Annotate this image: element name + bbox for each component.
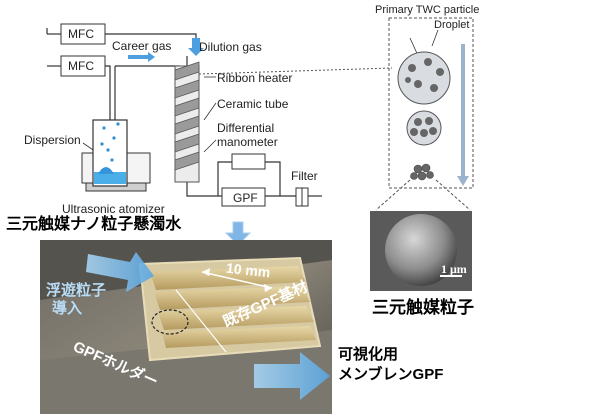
visualization-label-line1: 可視化用 (338, 346, 399, 363)
mfc-top-label: MFC (68, 27, 94, 41)
gpf-box (221, 187, 266, 207)
career-gas-label: Career gas (112, 39, 172, 53)
dilution-gas-label: Dilution gas (199, 40, 262, 54)
primary-twc-label: Primary TWC particle (375, 4, 480, 16)
inlet-flow-arrow (86, 252, 154, 292)
twc-particles-medium (410, 117, 437, 137)
injection-label-line2: 導入 (52, 300, 83, 317)
ribbon-heater-coil (174, 61, 200, 171)
differential-label-line2: manometer (217, 135, 278, 149)
droplet-panel (388, 17, 474, 189)
ceramic-tube-label: Ceramic tube (217, 97, 289, 111)
ultrasonic-atomizer (81, 119, 151, 192)
ultrasonic-atomizer-label: Ultrasonic atomizer (62, 202, 165, 216)
filter-label: Filter (291, 169, 318, 183)
evaporation-arrow (457, 176, 469, 186)
mfc-bottom-label: MFC (68, 59, 94, 73)
twc-particle-caption: 三元触媒粒子 (372, 298, 474, 317)
twc-agglomerate (410, 163, 434, 181)
sem-scale-label: 1 μm (441, 262, 467, 276)
visualization-label-line2: メンブレンGPF (338, 366, 444, 383)
differential-label-line1: Differential (217, 121, 275, 135)
outlet-flow-arrow (254, 352, 330, 400)
gpf-holder-photo (40, 240, 332, 414)
twc-particles-large (405, 58, 444, 92)
differential-manometer (231, 153, 266, 170)
droplet-label: Droplet (434, 19, 470, 31)
sem-image (370, 211, 472, 291)
suspension-caption: 三元触媒ナノ粒子懸濁水 (6, 216, 182, 233)
injection-label-line1: 浮遊粒子 (46, 282, 107, 299)
ribbon-heater-label: Ribbon heater (217, 71, 293, 85)
career-gas-arrow (128, 52, 155, 62)
dilution-gas-arrow (188, 38, 204, 56)
gpf-label: GPF (233, 191, 258, 205)
dotted-zoom-line (198, 67, 393, 75)
dispersion-label: Dispersion (24, 133, 81, 147)
medium-droplet (406, 110, 442, 146)
